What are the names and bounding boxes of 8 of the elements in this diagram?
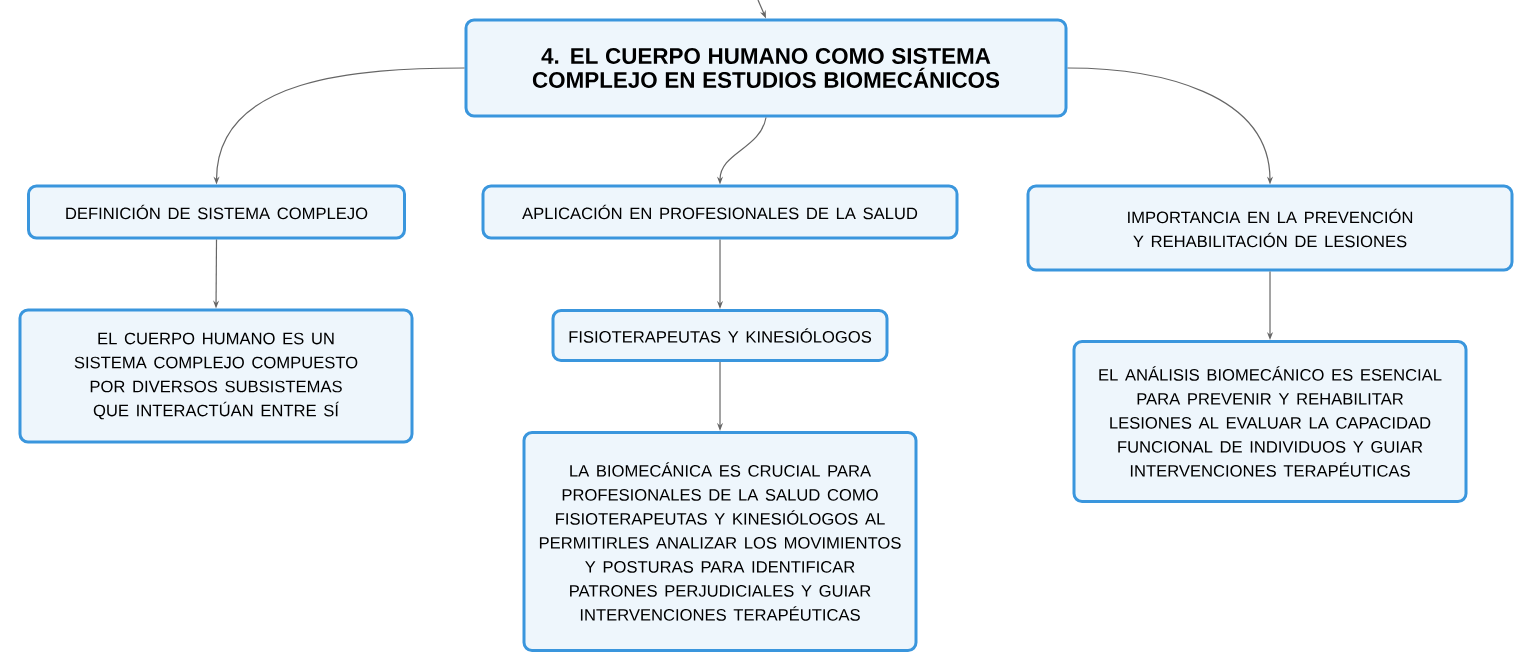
topic-box: DEFINICIÓN DE SISTEMA COMPLEJO <box>27 184 406 240</box>
topic-box: APLICACIÓN EN PROFESIONALES DE LA SALUD <box>481 184 959 240</box>
title-box: 4. EL CUERPO HUMANO COMO SISTEMA COMPLEJO EN ESTUDIOS BIOMECÁNICOS <box>464 18 1068 118</box>
topic-box: LA BIOMECÁNICA ES CRUCIAL PARA PROFESIONALES DE LA SALUD COMO FISIOTERAPEUTAS Y KINESIÓLOGOS AL PERMITIRLES ANALIZAR LOS MOVIMIENTOS Y POSTURAS PARA IDENTIFICAR PATRONES PERJUDICIALES Y GUIAR INTERVENCIONES TERAPÉUTICAS <box>522 431 918 652</box>
topic-box: EL CUERPO HUMANO ES UN SISTEMA COMPLEJO COMPUESTO POR DIVERSOS SUBSISTEMAS QUE INTERACTÚAN ENTRE SÍ <box>18 308 414 444</box>
topic-box: IMPORTANCIA EN LA PREVENCIÓN Y REHABILITACIÓN DE LESIONES <box>1026 184 1514 272</box>
topic-box: FISIOTERAPEUTAS Y KINESIÓLOGOS <box>551 309 889 362</box>
topic-box: EL ANÁLISIS BIOMECÁNICO ES ESENCIAL PARA PREVENIR Y REHABILITAR LESIONES AL EVALUAR LA CAPACIDAD FUNCIONAL DE INDIVIDUOS Y GUIAR INTERVENCIONES TERAPÉUTICAS <box>1072 340 1468 503</box>
